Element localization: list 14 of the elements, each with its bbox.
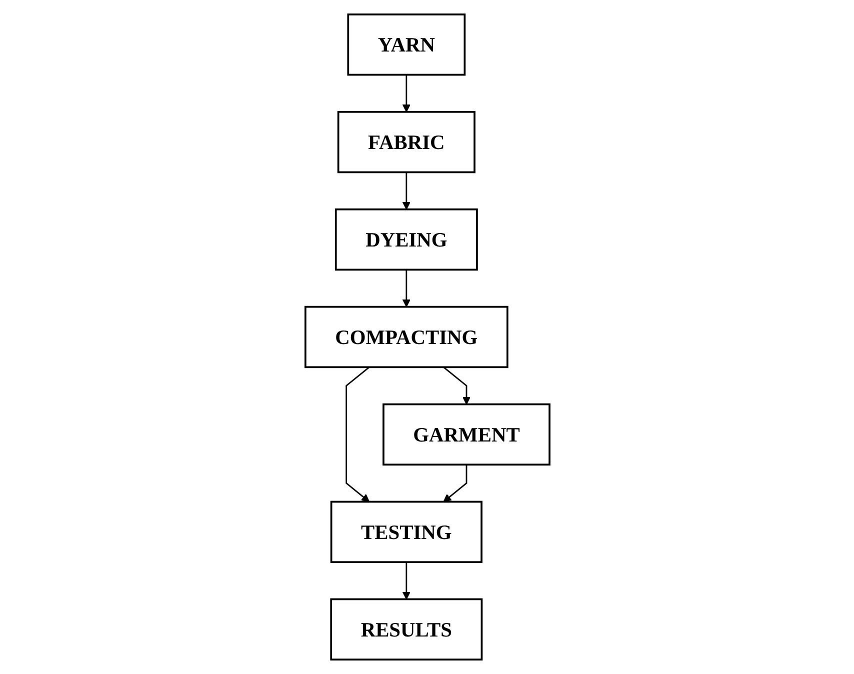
arrow xyxy=(402,562,410,600)
arrow xyxy=(402,270,410,308)
arrow xyxy=(402,74,410,112)
node-box: RESULTS xyxy=(330,598,482,660)
arrow xyxy=(442,464,467,502)
node-box: TESTING xyxy=(330,500,482,564)
node-box: GARMENT xyxy=(382,403,550,466)
node-box: COMPACTING xyxy=(304,306,508,368)
node-box: FABRIC xyxy=(336,110,475,174)
arrow xyxy=(442,366,470,405)
arrow xyxy=(345,366,370,502)
node-box: DYEING xyxy=(334,208,478,271)
node-box: YARN xyxy=(346,14,466,76)
arrow xyxy=(402,172,410,210)
